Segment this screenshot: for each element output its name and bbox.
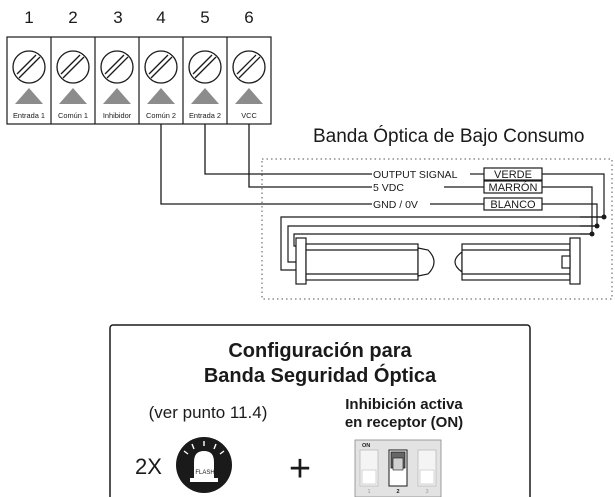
plus-sign: + — [289, 448, 311, 490]
dip-slot-1: 1 — [359, 449, 379, 495]
signal-label-vdc: 5 VDC — [373, 182, 404, 194]
terminal-number-2: 2 — [68, 8, 77, 27]
flash-label: FLASH — [195, 470, 214, 476]
signal-label-output: OUTPUT SIGNAL — [373, 169, 458, 181]
wire-output — [204, 124, 372, 175]
flash-icon: FLASH — [176, 437, 232, 493]
color-box-blanco: BLANCO — [483, 197, 543, 211]
dip-switch: ON 1 2 3 — [354, 439, 442, 497]
terminal-triangle — [191, 88, 219, 104]
terminal-number-3: 3 — [113, 8, 122, 27]
band-emitter — [295, 237, 435, 285]
screw-icon — [56, 50, 90, 84]
color-label-marron: MARRÓN — [489, 181, 538, 194]
color-label-verde: VERDE — [494, 169, 532, 181]
dip-on-label: ON — [362, 443, 370, 449]
color-label-blanco: BLANCO — [490, 199, 536, 211]
screw-icon — [100, 50, 134, 84]
color-box-verde: VERDE — [483, 167, 543, 181]
inhibit-line1: Inhibición activa — [345, 396, 463, 413]
junction-dot — [589, 231, 595, 237]
junction-dot — [601, 214, 607, 220]
terminal-block: 1 2 3 4 5 6 — [6, 8, 272, 125]
config-title-line1: Configuración para — [228, 340, 412, 362]
terminal-triangle — [15, 88, 43, 104]
signal-label-gnd: GND / 0V — [373, 199, 418, 211]
dip-slot-2: 2 — [388, 449, 408, 495]
config-title-line2: Banda Seguridad Óptica — [204, 363, 437, 387]
wire-vcc — [248, 124, 372, 188]
terminal-number-5: 5 — [200, 8, 209, 27]
terminal-triangle — [103, 88, 131, 104]
terminal-triangle — [235, 88, 263, 104]
terminal-label-5: Entrada 2 — [189, 111, 221, 120]
band-receiver — [454, 237, 581, 285]
terminal-number-4: 4 — [156, 8, 165, 27]
screw-icon — [144, 50, 178, 84]
multiplier-label: 2X — [135, 454, 162, 479]
terminal-number-6: 6 — [244, 8, 253, 27]
screw-icon — [232, 50, 266, 84]
color-box-marron: MARRÓN — [483, 180, 543, 194]
terminal-label-6: VCC — [241, 111, 257, 120]
wire-gnd — [160, 124, 372, 205]
band-wires — [280, 173, 605, 271]
dip-slot-3: 3 — [417, 449, 437, 495]
terminal-triangle — [59, 88, 87, 104]
svg-text:3: 3 — [425, 489, 428, 495]
band-enclosure — [261, 158, 613, 300]
junction-dot — [594, 223, 600, 229]
terminal-number-1: 1 — [24, 8, 33, 27]
terminal-triangle — [147, 88, 175, 104]
svg-text:2: 2 — [396, 489, 399, 495]
inhibit-line2: en receptor (ON) — [345, 414, 463, 431]
svg-text:1: 1 — [367, 489, 370, 495]
terminal-label-1: Entrada 1 — [13, 111, 45, 120]
band-title: Banda Óptica de Bajo Consumo — [313, 125, 584, 147]
terminal-label-2: Común 1 — [58, 111, 88, 120]
screw-icon — [12, 50, 46, 84]
config-note: (ver punto 11.4) — [149, 403, 268, 422]
screw-icon — [188, 50, 222, 84]
terminal-label-4: Común 2 — [146, 111, 176, 120]
wires — [160, 124, 372, 205]
terminal-label-3: Inhibidor — [103, 111, 132, 120]
